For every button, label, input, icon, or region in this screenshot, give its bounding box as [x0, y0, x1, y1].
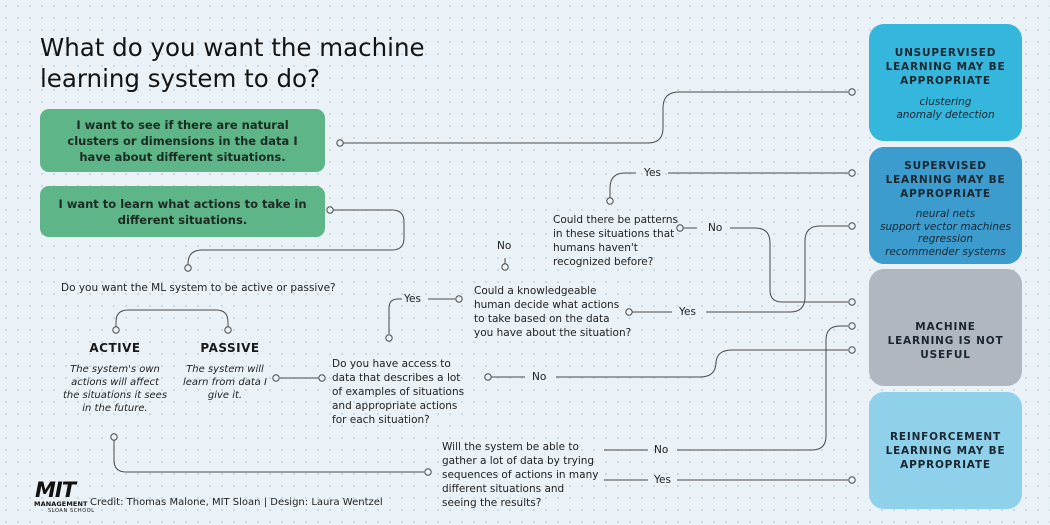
connector-actions-to-question	[187, 209, 405, 268]
connector-node	[848, 88, 856, 96]
credit-line: Credit: Thomas Malone, MIT Sloan | Desig…	[90, 497, 383, 508]
connector-node	[224, 326, 232, 334]
edge-label-patterns-yes: Yes	[644, 167, 661, 179]
connector-patterns-yes-in	[609, 172, 636, 198]
connector-node	[606, 197, 614, 205]
outcome-unsupervised-box: UNSUPERVISED LEARNING MAY BE APPROPRIATE…	[869, 24, 1022, 141]
connector-node	[110, 433, 118, 441]
connector-active-to-gather	[113, 440, 424, 473]
connector-human-yes-curve	[706, 225, 848, 313]
question-patterns: Could there be patterns in these situati…	[553, 214, 678, 268]
connector-node	[848, 322, 856, 330]
connector-node	[112, 326, 120, 334]
mode-active-description: The system's own actions will affect the…	[62, 364, 168, 414]
connector-no-to-notuseful	[730, 227, 848, 303]
connector-node	[385, 334, 393, 342]
option-actions-box[interactable]: I want to learn what actions to take in …	[40, 186, 325, 237]
mode-passive-description: The system will learn from data I give i…	[182, 364, 267, 401]
outcome-item: neural nets	[915, 208, 976, 220]
connector-node	[484, 373, 492, 381]
edge-label-gather-yes: Yes	[654, 474, 671, 486]
connector-node	[424, 468, 432, 476]
connector-node	[272, 374, 280, 382]
connector-gather-no-out	[677, 325, 848, 451]
outcome-item: anomaly detection	[896, 108, 995, 121]
mit-logo-management: MANAGEMENT	[34, 500, 88, 508]
outcome-reinforcement-title: REINFORCEMENT LEARNING MAY BE APPROPRIAT…	[885, 431, 1006, 471]
edge-label-human-yes-left: Yes	[404, 293, 421, 305]
connector-node	[848, 298, 856, 306]
edge-label-access-no: No	[532, 371, 547, 383]
outcome-supervised-items: neural nets support vector machines regr…	[869, 208, 1022, 258]
mode-passive-label: PASSIVE	[200, 341, 260, 355]
outcome-item: recommender systems	[885, 245, 1006, 258]
connector-node	[848, 222, 856, 230]
mode-active-label: ACTIVE	[89, 341, 141, 355]
connector-node	[848, 346, 856, 354]
connector-node	[184, 264, 192, 272]
outcome-supervised-box: SUPERVISED LEARNING MAY BE APPROPRIATE n…	[869, 147, 1022, 264]
edge-label-gather-no: No	[654, 444, 669, 456]
connector-access-no-out	[556, 349, 848, 378]
connector-node	[501, 263, 509, 271]
connector-node	[676, 224, 684, 232]
connector-clusters-to-unsupervised	[340, 91, 848, 144]
edge-label-human-yes-right: Yes	[679, 306, 696, 318]
connector-node	[455, 295, 463, 303]
connector-node	[336, 139, 344, 147]
connector-node	[326, 206, 334, 214]
edge-label-patterns-no-right: No	[708, 222, 723, 234]
outcome-not-useful-title: MACHINE LEARNING IS NOT USEFUL	[887, 321, 1004, 361]
outcome-supervised-title: SUPERVISED LEARNING MAY BE APPROPRIATE	[885, 160, 1006, 200]
mit-logo-sloan: SLOAN SCHOOL	[48, 508, 95, 514]
outcome-item: support vector machines	[880, 220, 1011, 233]
question-gather-data: Will the system be able to gather a lot …	[442, 441, 599, 509]
connector-node	[848, 476, 856, 484]
connector-access-yes	[388, 298, 402, 334]
mit-logo: MIT	[35, 478, 76, 502]
outcome-item: clustering	[919, 96, 972, 108]
question-active-passive: Do you want the ML system to be active o…	[61, 282, 336, 294]
edge-label-patterns-no-left: No	[497, 240, 512, 252]
outcome-unsupervised-title: UNSUPERVISED LEARNING MAY BE APPROPRIATE	[885, 47, 1006, 87]
question-access-data: Do you have access to data that describe…	[332, 358, 465, 426]
connector-active-passive-split	[115, 309, 229, 330]
connector-node	[625, 308, 633, 316]
outcome-reinforcement-box: REINFORCEMENT LEARNING MAY BE APPROPRIAT…	[869, 392, 1022, 509]
question-knowledgeable-human: Could a knowledgeable human decide what …	[474, 285, 632, 339]
outcome-item: regression	[917, 233, 974, 245]
page-title: What do you want the machine learning sy…	[40, 33, 425, 93]
connector-node	[848, 169, 856, 177]
outcome-unsupervised-items: clustering anomaly detection	[869, 96, 1022, 121]
outcome-not-useful-box: MACHINE LEARNING IS NOT USEFUL	[869, 269, 1022, 386]
connector-node	[318, 374, 326, 382]
option-clusters-box[interactable]: I want to see if there are natural clust…	[40, 109, 325, 172]
